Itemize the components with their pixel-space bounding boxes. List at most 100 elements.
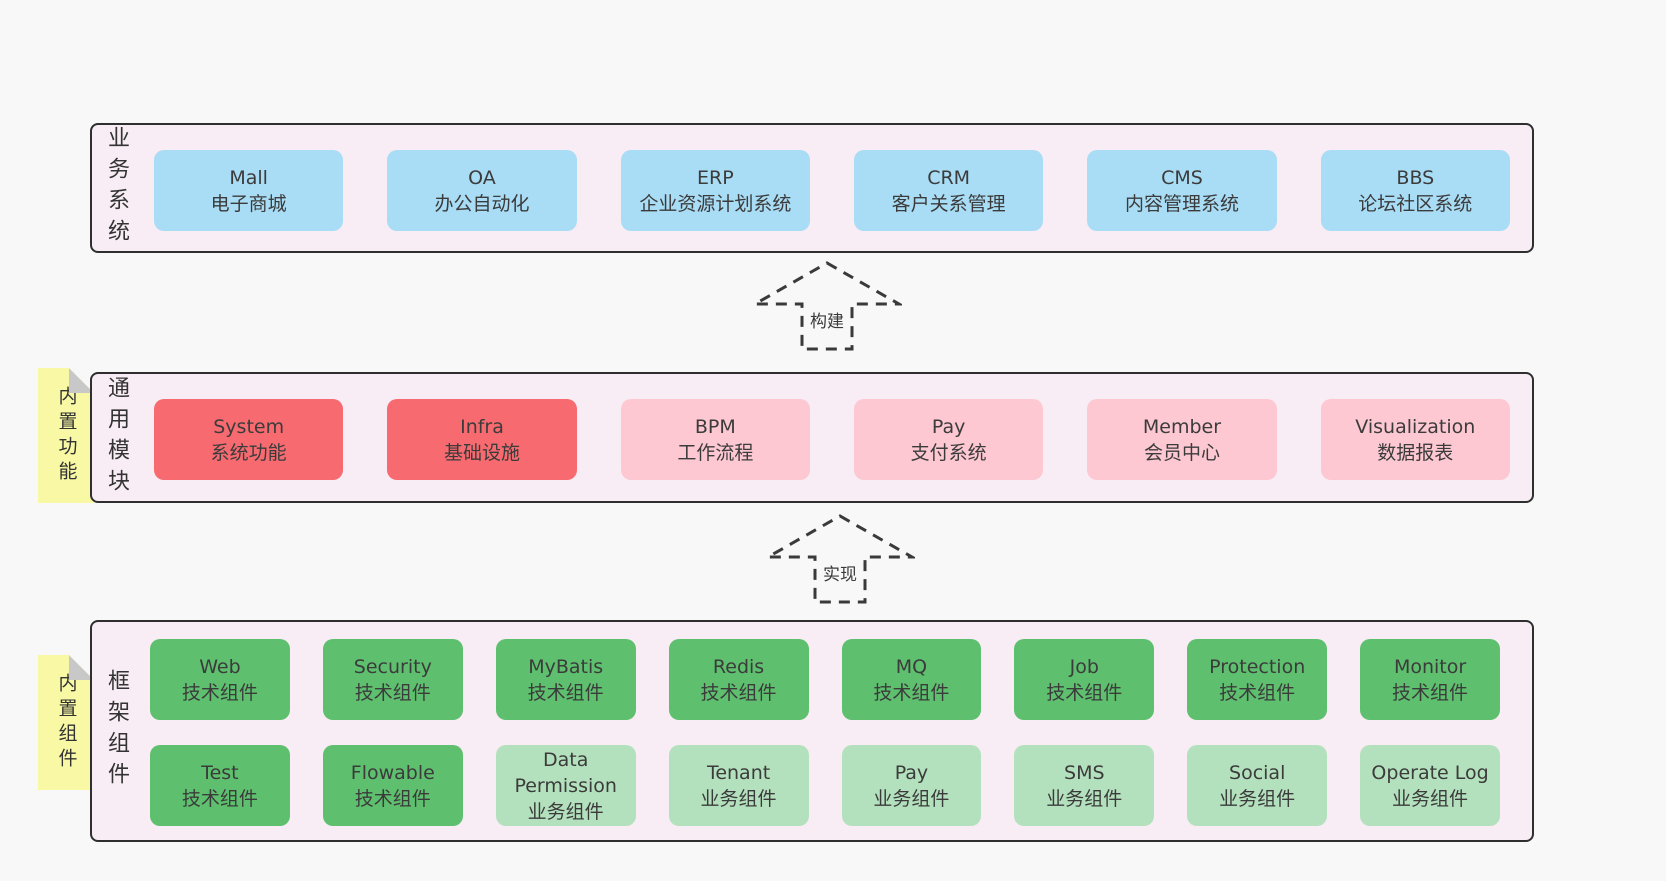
box-social: Social 业务组件: [1187, 745, 1328, 826]
box-test: Test 技术组件: [150, 745, 290, 826]
vertical-label-text: 框架组件: [104, 669, 129, 793]
box-title: Protection: [1209, 655, 1306, 678]
box-mall: Mall 电子商城: [154, 150, 344, 231]
box-subtitle: 业务组件: [1219, 787, 1296, 810]
box-title: CRM: [927, 166, 971, 189]
box-member: Member 会员中心: [1087, 399, 1277, 480]
vertical-label-text: 通用模块: [104, 375, 129, 500]
box-job: Job 技术组件: [1014, 639, 1155, 720]
box-subtitle: 技术组件: [527, 681, 604, 704]
layer-business-systems: 业务系统 Mall 电子商城 OA 办公自动化 ERP 企业资源计划系统 CRM…: [90, 123, 1534, 253]
box-infra: Infra 基础设施: [387, 399, 577, 480]
box-title: MyBatis: [528, 655, 604, 678]
box-subtitle: 技术组件: [354, 787, 431, 810]
box-data-permission: Data Permission 业务组件: [495, 745, 636, 826]
box-cms: CMS 内容管理系统: [1087, 150, 1277, 231]
box-title: Pay: [931, 415, 966, 438]
box-erp: ERP 企业资源计划系统: [620, 150, 810, 231]
layer-business-systems-label: 业务系统: [104, 125, 129, 251]
box-pay-component: Pay 业务组件: [841, 745, 982, 826]
box-subtitle: 客户关系管理: [891, 192, 1006, 215]
box-title: Job: [1069, 655, 1099, 678]
box-pay-module: Pay 支付系统: [853, 399, 1044, 480]
box-subtitle: 技术组件: [873, 681, 950, 704]
box-subtitle: 技术组件: [181, 787, 258, 810]
layer-framework-components-label: 框架组件: [104, 622, 129, 840]
box-monitor: Monitor 技术组件: [1360, 639, 1500, 720]
box-subtitle: 论坛社区系统: [1358, 192, 1473, 215]
box-bpm: BPM 工作流程: [620, 399, 810, 480]
box-title: Mall: [229, 166, 268, 189]
box-bbs: BBS 论坛社区系统: [1320, 150, 1510, 231]
box-subtitle: 技术组件: [181, 681, 258, 704]
layer-framework-components: 框架组件 Web 技术组件 Security 技术组件 MyBatis 技术组件…: [90, 620, 1534, 842]
note-text: 内置组件: [55, 672, 78, 773]
arrow-implement: 实现: [765, 513, 915, 605]
box-title: Visualization: [1355, 415, 1476, 438]
box-subtitle: 业务组件: [700, 787, 777, 810]
arrow-build-label: 构建: [806, 306, 848, 333]
box-subtitle: 支付系统: [910, 441, 987, 464]
arrow-build: 构建: [752, 260, 902, 352]
business-box-row: Mall 电子商城 OA 办公自动化 ERP 企业资源计划系统 CRM 客户关系…: [154, 150, 1510, 231]
box-operate-log: Operate Log 业务组件: [1360, 745, 1500, 826]
component-grid: Web 技术组件 Security 技术组件 MyBatis 技术组件 Redi…: [150, 639, 1500, 826]
box-title: BPM: [694, 415, 736, 438]
box-title: Member: [1142, 415, 1222, 438]
note-built-in-components: 内置组件: [38, 655, 94, 790]
box-redis: Redis 技术组件: [668, 639, 809, 720]
box-title: Flowable: [350, 761, 435, 784]
note-built-in-features: 内置功能: [38, 368, 94, 503]
module-box-row: System 系统功能 Infra 基础设施 BPM 工作流程 Pay 支付系统…: [154, 399, 1510, 480]
box-system: System 系统功能: [154, 399, 344, 480]
box-mq: MQ 技术组件: [841, 639, 982, 720]
box-subtitle: 电子商城: [210, 192, 287, 215]
box-subtitle: 业务组件: [527, 800, 604, 823]
box-title: ERP: [696, 166, 734, 189]
note-text: 内置功能: [55, 385, 78, 486]
box-title: CMS: [1161, 166, 1203, 189]
box-subtitle: 企业资源计划系统: [639, 192, 792, 215]
box-subtitle: 系统功能: [210, 441, 287, 464]
box-title: Redis: [712, 655, 765, 678]
box-subtitle: 技术组件: [1219, 681, 1296, 704]
box-title: BBS: [1396, 166, 1435, 189]
box-title: Tenant: [706, 761, 771, 784]
box-title: OA: [468, 166, 496, 189]
box-title: Operate Log: [1371, 761, 1489, 784]
box-security: Security 技术组件: [322, 639, 463, 720]
box-subtitle: 会员中心: [1143, 441, 1220, 464]
box-title: SMS: [1064, 761, 1105, 784]
box-subtitle: 数据报表: [1377, 441, 1454, 464]
box-mybatis: MyBatis 技术组件: [495, 639, 636, 720]
box-title: Monitor: [1393, 655, 1467, 678]
box-subtitle: 业务组件: [873, 787, 950, 810]
box-crm: CRM 客户关系管理: [853, 150, 1044, 231]
box-protection: Protection 技术组件: [1187, 639, 1328, 720]
box-oa: OA 办公自动化: [387, 150, 577, 231]
arrow-implement-label: 实现: [819, 559, 861, 586]
box-title: Infra: [460, 415, 504, 438]
layer-common-modules-label: 通用模块: [104, 374, 129, 501]
box-tenant: Tenant 业务组件: [668, 745, 809, 826]
box-title: Social: [1229, 761, 1286, 784]
box-title: System: [213, 415, 285, 438]
box-subtitle: 业务组件: [1046, 787, 1123, 810]
box-subtitle: 技术组件: [1392, 681, 1469, 704]
box-subtitle: 技术组件: [354, 681, 431, 704]
box-subtitle: 内容管理系统: [1124, 192, 1239, 215]
box-sms: SMS 业务组件: [1014, 745, 1155, 826]
box-title: Security: [353, 655, 432, 678]
vertical-label-text: 业务系统: [104, 126, 129, 250]
layer-common-modules: 通用模块 System 系统功能 Infra 基础设施 BPM 工作流程 Pay…: [90, 372, 1534, 503]
dashed-up-arrow-icon: [765, 514, 915, 604]
box-subtitle: 技术组件: [1046, 681, 1123, 704]
box-subtitle: 技术组件: [700, 681, 777, 704]
box-title: Web: [199, 655, 241, 678]
box-subtitle: 办公自动化: [434, 192, 530, 215]
box-title: MQ: [895, 655, 928, 678]
box-title: Pay: [894, 761, 929, 784]
box-web: Web 技术组件: [150, 639, 290, 720]
box-subtitle: 基础设施: [443, 441, 520, 464]
box-title: Test: [201, 761, 239, 784]
